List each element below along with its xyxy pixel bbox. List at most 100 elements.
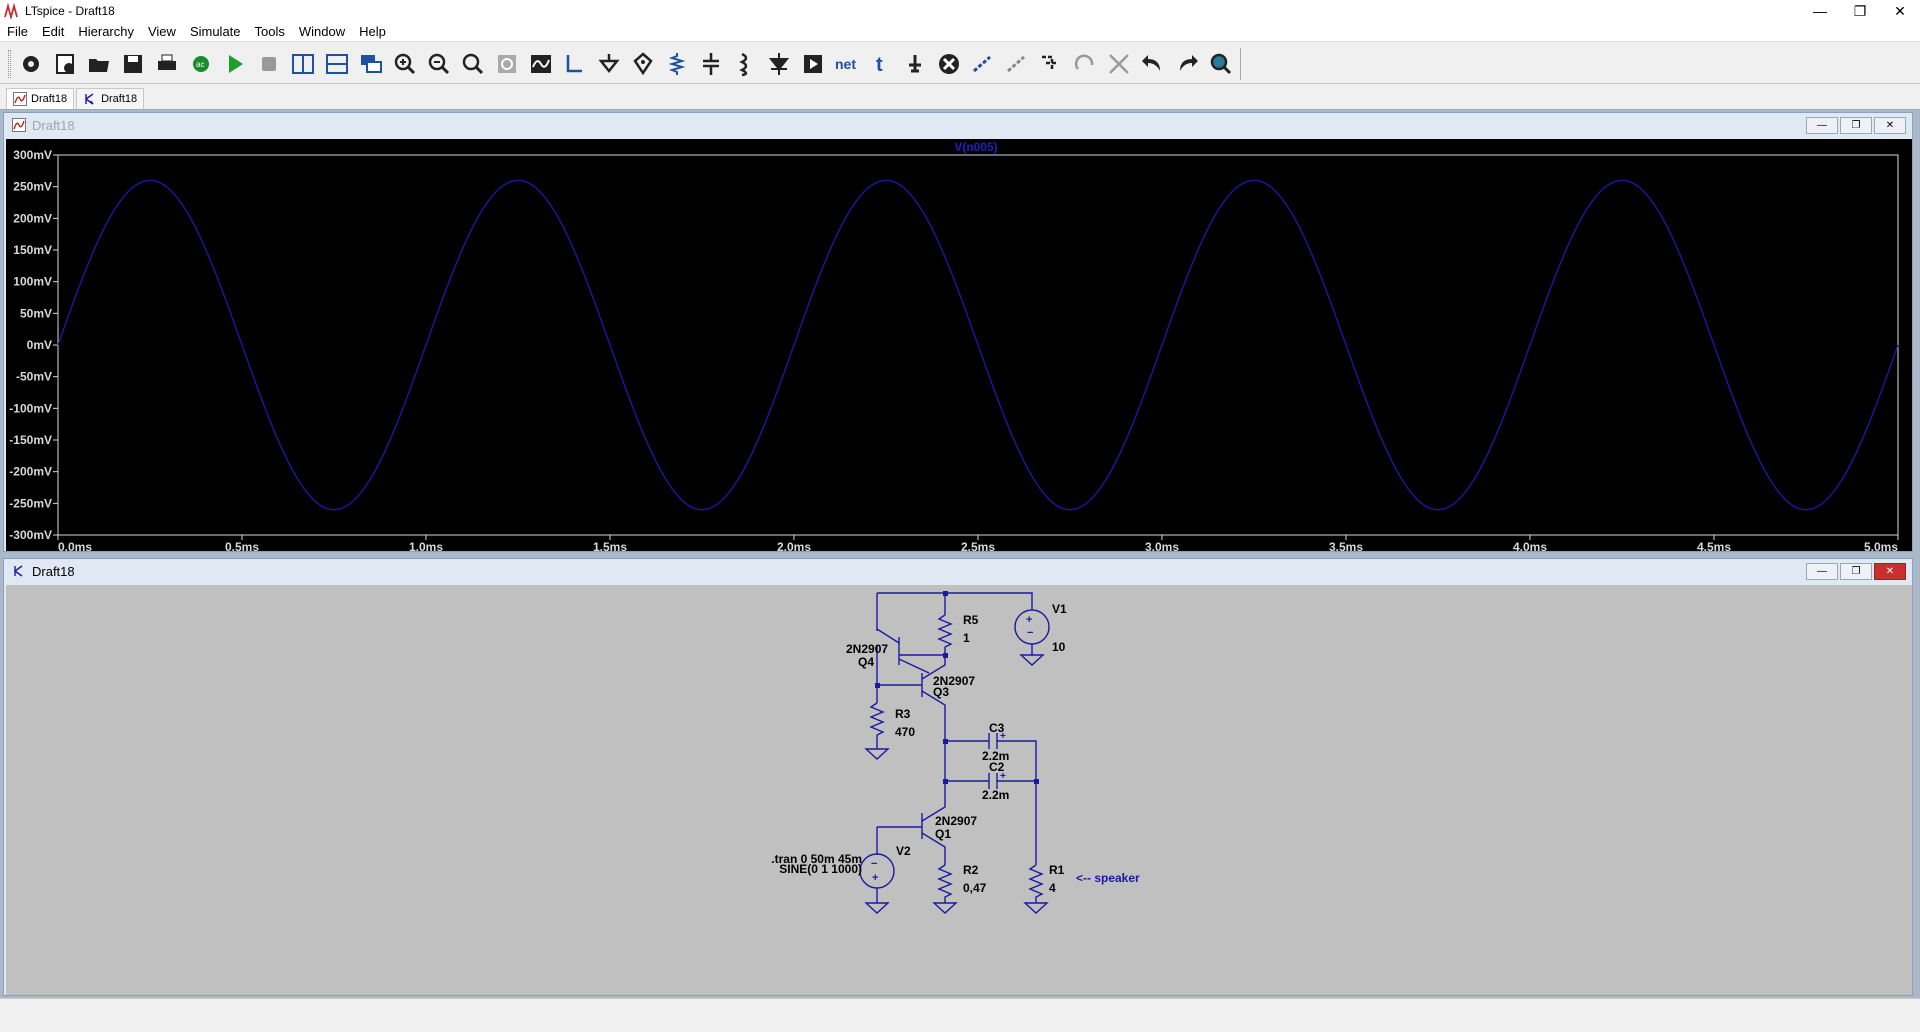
schematic-icon (85, 93, 94, 105)
autorange-icon (531, 55, 551, 73)
close-button[interactable]: ✕ (1894, 2, 1906, 19)
menu-help[interactable]: Help (359, 24, 386, 39)
schematic-canvas[interactable]: + − − + + + V1 10 R5 1 2N2907 Q4 2N2907 … (6, 585, 1912, 995)
inductor-button[interactable] (728, 49, 762, 79)
c2-value: 2.2m (982, 788, 1009, 802)
minimize-button[interactable]: — (1813, 3, 1827, 19)
waveform-window-header[interactable]: Draft18 — ❐ ✕ (4, 113, 1912, 137)
x-tick-label: 0.0ms (58, 540, 92, 551)
duplicate-button[interactable] (966, 49, 1000, 79)
save-button[interactable] (116, 49, 150, 79)
c2-name: C2 (989, 760, 1005, 774)
menu-window[interactable]: Window (298, 24, 346, 39)
toolbar-separator (1240, 48, 1241, 80)
cascade-button[interactable] (354, 49, 388, 79)
redo-button[interactable] (1170, 49, 1204, 79)
schematic-window-title: Draft18 (32, 563, 75, 579)
menu-hierarchy[interactable]: Hierarchy (78, 24, 134, 39)
net-button[interactable]: net (830, 49, 864, 79)
schematic-window-header[interactable]: Draft18 — ❐ ✕ (4, 559, 1912, 583)
ground-button[interactable] (592, 49, 626, 79)
q3-model: 2N2907 (933, 674, 975, 688)
rotate-icon (1074, 54, 1094, 70)
zoom-out-button[interactable] (422, 49, 456, 79)
x-tick-label: 2.0ms (777, 540, 811, 551)
tile-horizontal-button[interactable] (320, 49, 354, 79)
spice-directive: .tran 0 50m 45m (771, 852, 862, 866)
open-button[interactable] (82, 49, 116, 79)
x-tick-label: 4.0ms (1513, 540, 1547, 551)
print-icon (158, 54, 176, 70)
zoom-in-button[interactable] (388, 49, 422, 79)
waveform-minimize-button[interactable]: — (1806, 117, 1838, 134)
schematic-close-button[interactable]: ✕ (1874, 563, 1906, 580)
trace-label[interactable]: V(n005) (954, 140, 997, 154)
menu-edit[interactable]: Edit (41, 24, 65, 39)
wire-button[interactable] (558, 49, 592, 79)
new-schematic-button[interactable] (48, 49, 82, 79)
label-button[interactable] (626, 49, 660, 79)
print-button[interactable] (150, 49, 184, 79)
toolbar-grip[interactable] (8, 50, 11, 78)
text-button[interactable]: t (864, 49, 898, 79)
autorange-button[interactable] (524, 49, 558, 79)
y-tick-label: 250mV (13, 180, 52, 194)
menu-view[interactable]: View (147, 24, 176, 39)
open-icon (89, 59, 109, 72)
trace-v-n005[interactable] (57, 179, 1899, 511)
tab-schematic[interactable]: Draft18 (76, 88, 145, 109)
undo-button[interactable] (1136, 49, 1170, 79)
drag-button[interactable] (1034, 49, 1068, 79)
find-button[interactable] (1204, 49, 1238, 79)
y-tick-label: -100mV (9, 401, 52, 415)
tab-waveform[interactable]: Draft18 (6, 88, 75, 109)
waveform-plot[interactable]: V(n005) 300mV250mV200mV150mV100mV50mV0mV… (6, 139, 1912, 551)
resistor-button[interactable] (660, 49, 694, 79)
diode-icon (768, 53, 790, 75)
tile-horizontal-icon (326, 54, 348, 74)
find-icon (1210, 53, 1232, 75)
schematic-window[interactable]: Draft18 — ❐ ✕ (3, 558, 1913, 996)
spice-directive-button[interactable] (898, 49, 932, 79)
menu-tools[interactable]: Tools (254, 24, 285, 39)
schematic-maximize-button[interactable]: ❐ (1840, 563, 1872, 580)
waveform-close-button[interactable]: ✕ (1874, 117, 1906, 134)
schematic-junctions (875, 591, 1039, 784)
tab-label: Draft18 (31, 93, 68, 105)
zoom-full-button[interactable] (490, 49, 524, 79)
diode-button[interactable] (762, 49, 796, 79)
move-button[interactable] (1000, 49, 1034, 79)
menu-file[interactable]: File (7, 24, 28, 39)
x-tick-label: 3.5ms (1329, 540, 1363, 551)
rotate-button[interactable] (1068, 49, 1102, 79)
control-panel-button[interactable]: ac (184, 49, 218, 79)
settings-icon (23, 56, 39, 72)
waveform-window-title: Draft18 (32, 117, 75, 133)
schematic-wires[interactable] (859, 592, 1050, 914)
undo-icon (1142, 55, 1160, 71)
mirror-button[interactable] (1102, 49, 1136, 79)
maximize-button[interactable]: ❐ (1853, 2, 1867, 19)
delete-button[interactable] (932, 49, 966, 79)
run-button[interactable] (218, 49, 252, 79)
tab-label: Draft18 (101, 93, 138, 105)
q4-model: 2N2907 (846, 642, 888, 656)
halt-button[interactable] (252, 49, 286, 79)
q1-model: 2N2907 (935, 814, 977, 828)
tile-vertical-button[interactable] (286, 49, 320, 79)
y-tick-label: -300mV (9, 528, 52, 542)
resistor-icon (668, 53, 686, 75)
capacitor-button[interactable] (694, 49, 728, 79)
zoom-fit-button[interactable] (456, 49, 490, 79)
menu-simulate[interactable]: Simulate (189, 24, 241, 39)
component-button[interactable] (796, 49, 830, 79)
waveform-maximize-button[interactable]: ❐ (1840, 117, 1872, 134)
delete-icon (939, 54, 959, 74)
r5-value: 1 (963, 631, 970, 645)
ground-icon (598, 54, 620, 74)
settings-button[interactable] (14, 49, 48, 79)
schematic-minimize-button[interactable]: — (1806, 563, 1838, 580)
